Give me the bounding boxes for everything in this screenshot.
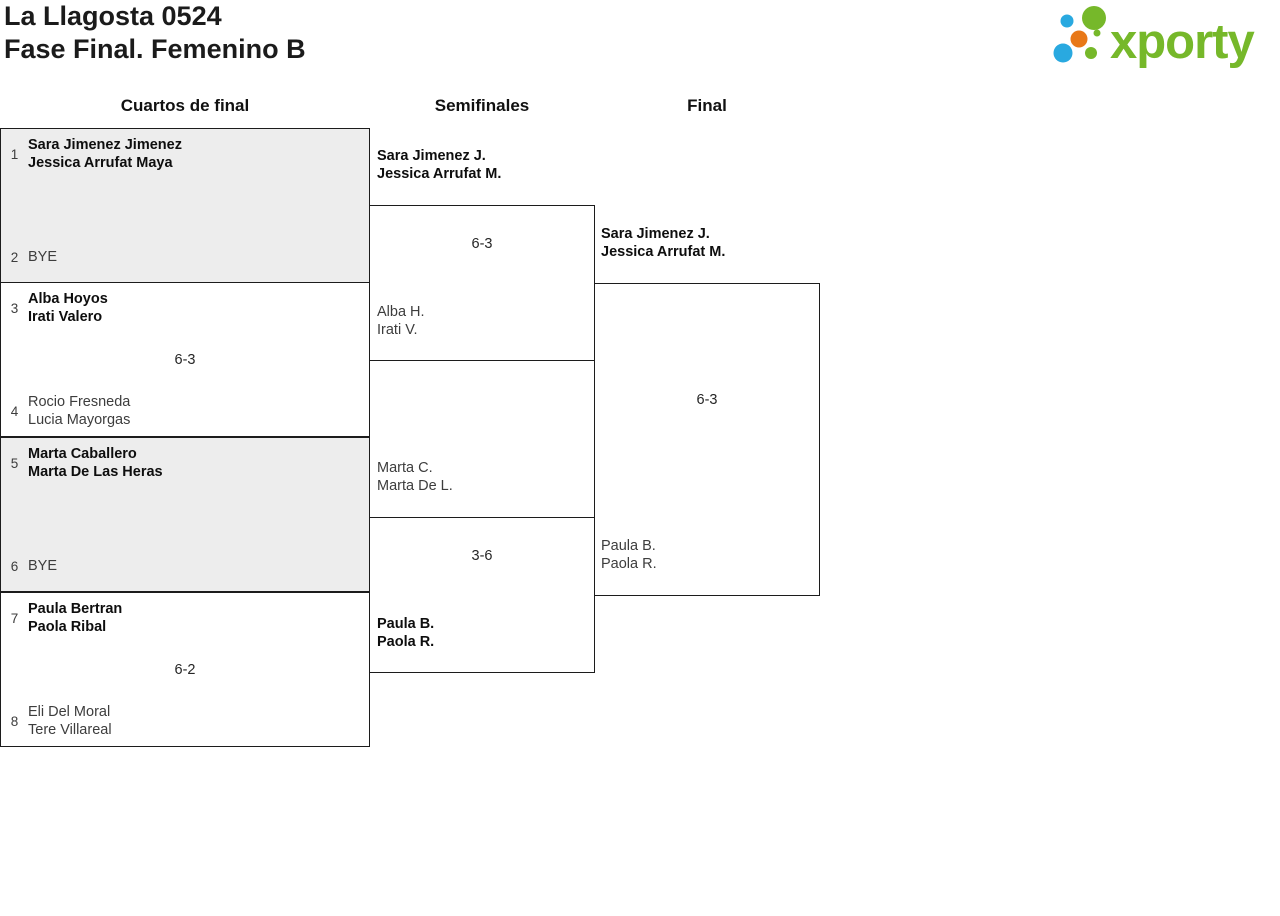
team-pair: Paula Bertran Paola Ribal	[28, 600, 122, 636]
team-row: 4 Rocio Fresneda Lucia Mayorgas	[1, 393, 369, 429]
team-row: 7 Paula Bertran Paola Ribal	[1, 600, 369, 636]
player-name: Alba Hoyos	[28, 291, 108, 307]
round-header-final: Final	[687, 96, 727, 115]
player-name: Jessica Arrufat M.	[601, 244, 726, 260]
player-name: Tere Villareal	[28, 722, 112, 738]
seed-number: 7	[10, 610, 19, 626]
player-name: Irati V.	[377, 322, 418, 338]
team-pair: Sara Jimenez Jimenez Jessica Arrufat May…	[28, 136, 182, 172]
team-row: 2 BYE	[1, 239, 369, 275]
seed-number: 6	[10, 558, 19, 574]
team-row: 5 Marta Caballero Marta De Las Heras	[1, 445, 369, 481]
match-score: 6-3	[174, 351, 196, 368]
seed-number: 2	[10, 249, 19, 265]
player-name: Marta C.	[377, 460, 433, 476]
team-pair: Rocio Fresneda Lucia Mayorgas	[28, 393, 130, 429]
logo-dot-orange	[1070, 30, 1088, 48]
team-pair: Marta Caballero Marta De Las Heras	[28, 445, 163, 481]
sf1-score: 6-3	[471, 236, 493, 252]
player-name: Sara Jimenez J.	[601, 226, 710, 242]
player-name: Irati Valero	[28, 309, 103, 325]
team-row: 6 BYE	[1, 548, 369, 584]
logo-wordmark: xporty	[1110, 15, 1255, 69]
seed-number: 4	[10, 403, 19, 419]
logo-dot-blue-large	[1053, 43, 1073, 63]
final-team-a: Sara Jimenez J. Jessica Arrufat M.	[601, 225, 725, 261]
sf2-team-a: Marta C. Marta De L.	[377, 459, 453, 495]
player-name: Eli Del Moral	[28, 704, 111, 720]
qf-match-1: 1 Sara Jimenez Jimenez Jessica Arrufat M…	[0, 128, 370, 283]
seed-number: 1	[10, 146, 19, 162]
qf-match-4: 7 Paula Bertran Paola Ribal 6-2 8 Eli De…	[0, 592, 370, 747]
logo-dot-blue-small	[1060, 14, 1074, 28]
team-row: 1 Sara Jimenez Jimenez Jessica Arrufat M…	[1, 136, 369, 172]
logo-dot-green-tiny	[1093, 29, 1101, 37]
xporty-logo[interactable]: xporty	[1048, 2, 1280, 74]
qf-match-2: 3 Alba Hoyos Irati Valero 6-3 4 Rocio Fr…	[0, 282, 370, 437]
seed-number: 5	[10, 455, 19, 471]
match-score: 6-2	[174, 661, 196, 678]
page-title: La Llagosta 0524 Fase Final. Femenino B	[4, 0, 306, 66]
tournament-name: La Llagosta 0524	[4, 1, 222, 31]
player-name: Paola R.	[377, 634, 435, 650]
team-pair: Eli Del Moral Tere Villareal	[28, 703, 112, 739]
round-header-quarterfinals: Cuartos de final	[120, 96, 250, 115]
qf-match-3: 5 Marta Caballero Marta De Las Heras 6 B…	[0, 437, 370, 592]
player-name: Rocio Fresneda	[28, 394, 131, 410]
team-row: 3 Alba Hoyos Irati Valero	[1, 290, 369, 326]
player-name: BYE	[28, 558, 58, 574]
player-name: Marta De L.	[377, 478, 453, 494]
round-header-semifinals: Semifinales	[434, 96, 530, 115]
player-name: Sara Jimenez J.	[377, 148, 486, 164]
player-name: Paula B.	[377, 616, 435, 632]
team-pair: Alba Hoyos Irati Valero	[28, 290, 108, 326]
player-name: Jessica Arrufat Maya	[28, 155, 173, 171]
player-name: Marta De Las Heras	[28, 464, 163, 480]
sf2-team-b: Paula B. Paola R.	[377, 615, 434, 651]
player-name: Paola R.	[601, 556, 657, 572]
player-name: Jessica Arrufat M.	[377, 166, 502, 182]
player-name: Alba H.	[377, 304, 425, 320]
logo-dot-green-large	[1082, 6, 1106, 30]
player-name: Lucia Mayorgas	[28, 412, 131, 428]
player-name: Marta Caballero	[28, 446, 137, 462]
final-match-box	[594, 283, 820, 596]
player-name: BYE	[28, 249, 58, 265]
team-row: 8 Eli Del Moral Tere Villareal	[1, 703, 369, 739]
team-pair: BYE	[28, 248, 57, 266]
final-team-b: Paula B. Paola R.	[601, 537, 657, 573]
player-name: Sara Jimenez Jimenez	[28, 137, 182, 153]
logo-dot-green-small	[1085, 47, 1097, 59]
sf2-score: 3-6	[471, 548, 493, 564]
player-name: Paola Ribal	[28, 619, 107, 635]
sf1-team-a: Sara Jimenez J. Jessica Arrufat M.	[377, 147, 501, 183]
match-score	[1, 481, 369, 548]
player-name: Paula B.	[601, 538, 656, 554]
team-pair: BYE	[28, 557, 57, 575]
final-score: 6-3	[696, 392, 718, 408]
seed-number: 8	[10, 713, 19, 729]
player-name: Paula Bertran	[28, 601, 123, 617]
seed-number: 3	[10, 300, 19, 316]
sf1-team-b: Alba H. Irati V.	[377, 303, 425, 339]
match-score	[1, 172, 369, 239]
phase-name: Fase Final. Femenino B	[4, 34, 306, 64]
